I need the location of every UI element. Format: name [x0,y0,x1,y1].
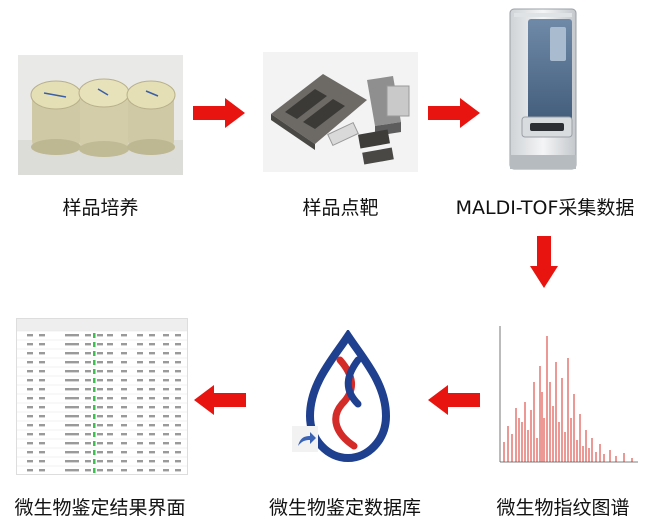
arrow-left-1 [428,385,480,419]
mass-spectrum-image [492,322,642,474]
target-plate-photo [263,52,418,172]
step-label-database: 微生物鉴定数据库 [268,497,421,519]
step-label-culture: 样品培养 [62,197,139,219]
petri-dish-photo [18,55,183,175]
arrow-left-2 [194,385,246,419]
step-label-acquisition: MALDI-TOF采集数据 [455,197,635,219]
step-label-fingerprint: 微生物指纹图谱 [496,497,630,519]
database-logo [292,330,404,465]
arrow-right-2 [428,98,480,132]
maldi-tof-instrument-image [500,5,590,175]
arrow-down [530,236,558,292]
arrow-right-1 [193,98,245,132]
step-label-result: 微生物鉴定结果界面 [14,497,186,519]
step-label-spotting: 样品点靶 [302,197,379,219]
result-table-screenshot [16,318,188,475]
